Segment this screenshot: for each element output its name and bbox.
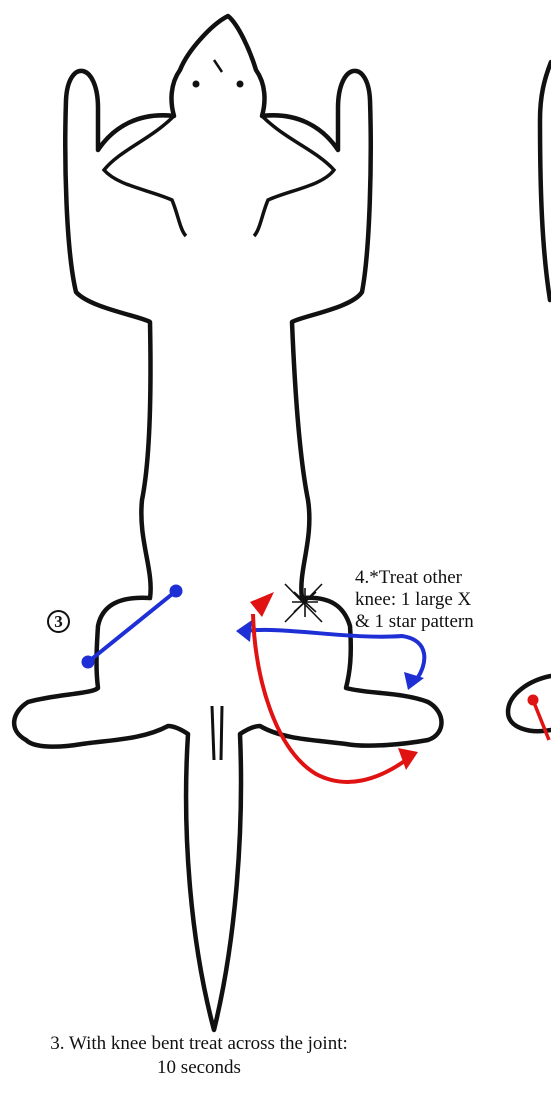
animal-outline	[14, 16, 441, 1030]
note-line-2: knee: 1 large X	[355, 589, 474, 611]
tail-separation	[212, 706, 222, 760]
blue-stroke-end-bottom	[82, 656, 95, 669]
eye-right	[237, 81, 244, 88]
caption: 3. With knee bent treat across the joint…	[0, 1032, 398, 1080]
second-animal-red-line	[533, 700, 549, 740]
caption-line-2: 10 seconds	[0, 1056, 398, 1080]
red-arrow-head-bottom	[398, 748, 418, 770]
red-curved-arrow	[253, 614, 406, 782]
snout-line	[214, 60, 222, 72]
treatment-note: 4.*Treat other knee: 1 large X & 1 star …	[355, 567, 474, 633]
blue-knee-stroke	[88, 591, 176, 662]
note-line-3: & 1 star pattern	[355, 611, 474, 633]
step-number-badge: 3	[47, 610, 70, 633]
caption-line-1: 3. With knee bent treat across the joint…	[0, 1032, 398, 1056]
arrow-head-icon	[236, 620, 252, 642]
blue-curved-arrow	[245, 630, 424, 680]
note-line-1: 4.*Treat other	[355, 567, 474, 589]
red-arrow-head-top	[250, 592, 274, 617]
eye-left	[193, 81, 200, 88]
blue-stroke-end-top	[170, 585, 183, 598]
ear-contour-left	[104, 116, 186, 236]
second-animal-outline	[540, 62, 551, 300]
